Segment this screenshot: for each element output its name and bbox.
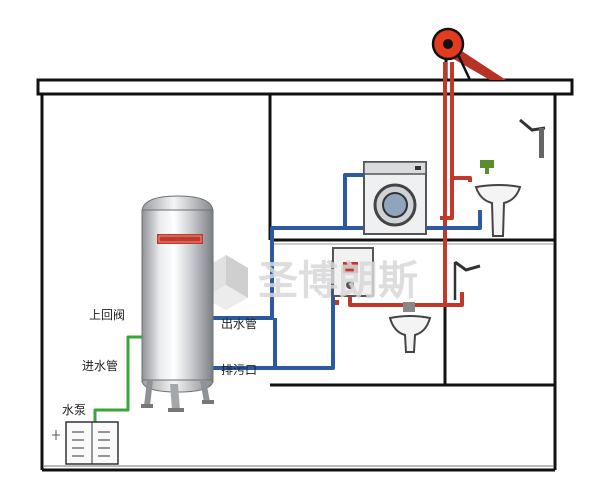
watermark-text: 圣博朗斯 — [258, 258, 418, 304]
label-outlet-pipe: 出水管 — [221, 316, 257, 331]
label-return-valve: 上回阀 — [89, 308, 125, 322]
lower-basin — [388, 302, 432, 353]
pressure-tank — [141, 195, 214, 412]
lower-shower — [453, 260, 481, 300]
label-water-pump: 水泵 — [62, 403, 86, 417]
label-drain-outlet: 排污口 — [221, 363, 257, 377]
roof-slab — [36, 78, 574, 96]
inlet-pipe — [93, 335, 142, 422]
upper-shower — [519, 118, 546, 158]
washing-machine — [363, 161, 427, 235]
label-inlet-pipe: 进水管 — [82, 358, 118, 373]
tank-label-plate — [157, 234, 203, 244]
upper-tap — [480, 160, 494, 174]
water-pump-tank — [52, 421, 119, 465]
house-structure — [36, 78, 574, 472]
watermark: 圣博朗斯 — [204, 255, 418, 310]
upper-basin — [474, 184, 522, 237]
electric-water-heater — [332, 247, 374, 297]
diagram-labels: 上回阀 进水管 水泵 出水管 排污口 — [62, 308, 257, 417]
